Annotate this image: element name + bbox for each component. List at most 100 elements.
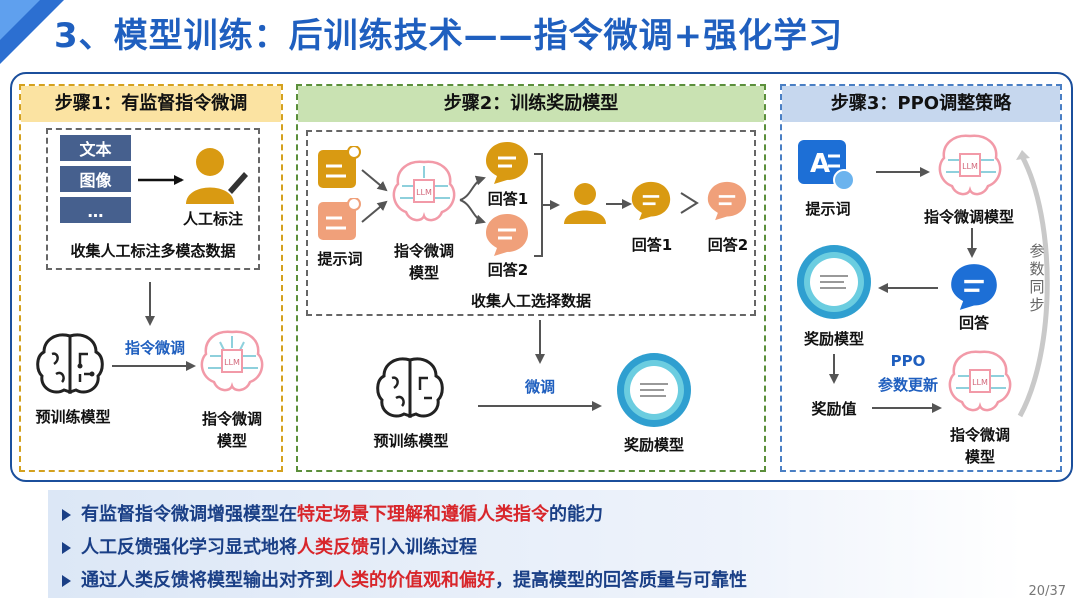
annotator-person-icon [186,148,248,204]
step2-reward-model-icon [617,353,691,427]
step2-model-label-1: 指令微调 [393,242,454,260]
step2-answer2-label: 回答2 [487,261,529,279]
step3-tuned-label: 指令微调模型 [923,208,1014,226]
step2-pretrained-brain-icon [376,357,444,419]
step3-final-label-2: 模型 [964,448,995,466]
step3-reward-model-icon [797,245,871,319]
step1-header: 步骤1：有监督指令微调 [21,86,281,122]
step2-arrow-down [535,320,545,364]
step3-answer-label: 回答 [958,314,989,332]
step3-reward-value-label: 奖励值 [811,400,857,418]
prompt-doc-icon-2 [318,198,361,240]
bullet-2-text-b: 引入训练过程 [369,537,477,558]
bullet-1-text-a: 有监督指令微调增强模型在 [81,504,297,525]
step2-finetune-arrow [478,401,602,411]
bullet-2-marker-icon [62,542,71,554]
bullet-1-marker-icon [62,509,71,521]
answer2-bubble-icon [486,214,528,256]
param-sync-arc [1016,150,1050,418]
bullet-1: 有监督指令微调增强模型在特定场景下理解和遵循人类指令的能力 [62,500,603,526]
labeler-person-icon [564,183,606,224]
bullet-1-highlight: 特定场景下理解和遵循人类指令 [297,504,549,525]
bullet-2: 人工反馈强化学习显式地将人类反馈引入训练过程 [62,533,477,559]
step3-arrow-down-1 [967,228,977,258]
stack-more: … [58,195,133,225]
bullet-2-highlight: 人类反馈 [297,537,369,558]
bullet-1-text-b: 的能力 [549,504,603,525]
step3-final-label-1: 指令微调 [949,426,1010,444]
step1-arrow-right [138,175,184,185]
bullet-3-highlight: 人类的价值观和偏好 [333,570,495,591]
svg-text:LLM: LLM [972,378,988,387]
bullet-3-text-b: ，提高模型的回答质量与可靠性 [495,570,747,591]
step1-arrow-down [145,282,155,326]
pretrained-brain-icon [36,333,104,395]
step1-tune-label: 指令微调 [124,339,185,357]
step2-header: 步骤2：训练奖励模型 [298,86,764,122]
svg-text:LLM: LLM [962,162,978,171]
step3-tuned-brain-icon: LLM [938,134,1002,196]
step3-ppo-arrow [872,403,942,413]
sync-char-2: 数 [1029,260,1045,278]
stack-image: 图像 [58,164,133,194]
step3-prompt-label: 提示词 [805,200,851,218]
prompt-doc-icon-1 [318,146,361,188]
step3-arrow-left [878,283,938,293]
step2-fork-arrows [459,175,486,225]
step2-reward-label: 奖励模型 [623,436,684,454]
step3-ppo-label-2: 参数更新 [877,376,938,394]
step1-tune-arrow [112,361,196,371]
step2-pretrained-label: 预训练模型 [373,432,449,450]
corner-decoration [0,0,64,64]
step3-answer-icon [951,264,997,310]
bullet-panel [48,490,1023,598]
answer1-bubble-icon [486,142,528,184]
diagram-frame [10,72,1073,482]
step2-collect-group [306,130,756,316]
tuned-brain-icon: LLM [200,330,264,392]
step3-prompt-icon: A [798,140,855,191]
step2-finetune-label: 微调 [524,378,555,396]
step2-panel [296,84,766,472]
bullet-3-marker-icon [62,575,71,587]
sync-char-4: 步 [1029,296,1045,314]
step3-header: 步骤3：PPO调整策略 [782,86,1060,122]
step1-tuned-label-2: 模型 [216,432,247,450]
page-number: 20/37 [1028,584,1066,599]
step2-prompt-arrows [361,169,388,223]
step1-pretrained-label: 预训练模型 [35,408,111,426]
step1-panel [19,84,283,472]
annotator-label: 人工标注 [182,210,243,228]
step1-tuned-label-1: 指令微调 [201,410,262,428]
ranked-answer2-icon [707,181,747,221]
step3-ppo-label-1: PPO [890,352,926,370]
sync-char-1: 参 [1029,242,1045,260]
greater-than-symbol [680,192,699,214]
step2-model-label-2: 模型 [408,264,439,282]
step2-collect-label: 收集人工选择数据 [470,292,591,310]
bullet-3: 通过人类反馈将模型输出对齐到人类的价值观和偏好，提高模型的回答质量与可靠性 [62,566,747,592]
step2-bracket [534,153,560,257]
step3-final-brain-icon: LLM [948,350,1012,412]
svg-text:A: A [810,149,830,179]
step2-answer1-label: 回答1 [487,190,529,208]
step3-reward-label: 奖励模型 [803,330,864,348]
ranked-answer2-label: 回答2 [707,236,749,254]
step3-arrow-prompt [876,167,930,177]
step3-arrow-down-2 [829,354,839,384]
step1-data-group [46,128,260,270]
step3-panel [780,84,1062,472]
step1-collect-label: 收集人工标注多模态数据 [70,242,236,260]
step2-prompt-label: 提示词 [317,250,363,268]
ranked-answer1-icon [631,181,671,221]
step2-tuned-brain-icon: LLM [392,160,456,222]
sync-char-3: 同 [1029,278,1045,296]
step2-rank-arrow [606,199,632,209]
ranked-answer1-label: 回答1 [631,236,673,254]
svg-text:LLM: LLM [416,188,432,197]
page-title: 3、模型训练：后训练技术——指令微调+强化学习 [54,16,844,56]
svg-text:LLM: LLM [224,358,240,367]
param-sync-label: 参 数 同 步 [1026,242,1048,314]
bullet-2-text-a: 人工反馈强化学习显式地将 [81,537,297,558]
bullet-3-text-a: 通过人类反馈将模型输出对齐到 [81,570,333,591]
